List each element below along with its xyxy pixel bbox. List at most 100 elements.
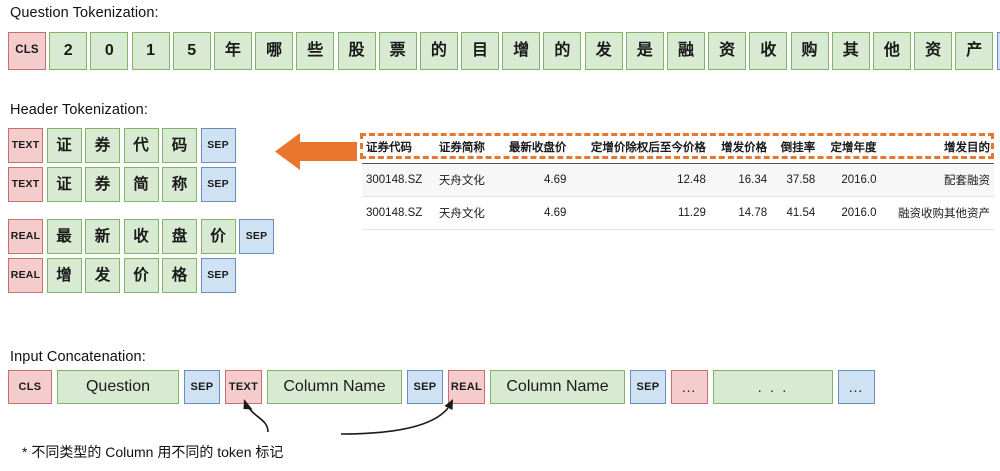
token-text-box: 其 [831, 32, 870, 70]
token-text-box: 券 [85, 167, 120, 202]
column-header-inversion-rate: 倒挂率 [771, 132, 820, 164]
token-special-box: REAL [8, 258, 43, 293]
token-text-box: 票 [378, 32, 417, 70]
cell-last-close: 4.69 [496, 163, 571, 197]
orange-left-arrow-icon [275, 133, 357, 170]
token-special-box: TEXT [8, 128, 43, 163]
token-text-box: Column Name [490, 370, 625, 404]
token-text-box: 发 [584, 32, 623, 70]
footnote-text: * 不同类型的 Column 用不同的 token 标记 [22, 444, 284, 460]
cell-last-close: 4.69 [496, 196, 571, 230]
token-text-box: 价 [123, 258, 159, 293]
token-text-box: 是 [625, 32, 664, 70]
token-special-box: CLS [8, 370, 52, 404]
cell-ex-right-price: 11.29 [570, 196, 710, 230]
token-text-box: 格 [162, 258, 197, 293]
token-special-box: SEP [239, 219, 274, 254]
token-text-box: 资 [914, 32, 953, 70]
token-text-box: 简 [123, 167, 159, 202]
concat-section-title: Input Concatenation: [10, 349, 146, 365]
token-special-box: SEP [996, 32, 1000, 70]
token-text-box: 1 [131, 32, 170, 70]
token-text-box: 资 [708, 32, 747, 70]
token-special-box: REAL [448, 370, 485, 404]
token-text-box: 2 [49, 32, 88, 70]
cell-name: 天舟文化 [434, 196, 497, 230]
question-token-row: CLS2015年哪些股票的目增的发是融资收购其他资产SEP [8, 32, 1000, 70]
token-text-box: 最 [46, 219, 82, 254]
token-text-box: 5 [172, 32, 211, 70]
curved-arrow-to-real-token-icon [340, 399, 453, 435]
cell-code: 300148.SZ [362, 196, 435, 230]
cell-code: 300148.SZ [362, 163, 435, 197]
cell-issue-price: 14.78 [709, 196, 772, 230]
cell-purpose: 融资收购其他资产 [880, 196, 994, 230]
token-text-box: 称 [162, 167, 197, 202]
column-header-purpose: 增发目的 [880, 132, 994, 164]
cell-name: 天舟文化 [434, 163, 497, 197]
token-text-box: 增 [502, 32, 541, 70]
cell-inversion-rate: 41.54 [771, 196, 820, 230]
column-header-issue-price: 增发价格 [709, 132, 772, 164]
token-text-box: 新 [85, 219, 120, 254]
column-header-last-close: 最新收盘价 [496, 132, 571, 164]
token-special-box: SEP [184, 370, 220, 404]
token-dots-box: . . . [713, 370, 833, 404]
token-special-box: SEP [200, 128, 236, 163]
token-special-box: SEP [630, 370, 666, 404]
token-text-box: 的 [543, 32, 582, 70]
token-text-box: 码 [162, 128, 197, 163]
token-text-box: Question [57, 370, 179, 404]
token-text-box: 产 [955, 32, 994, 70]
token-text-box: 的 [419, 32, 458, 70]
table-row: 300148.SZ 天舟文化 4.69 12.48 16.34 37.58 20… [362, 163, 994, 197]
token-text-box: 券 [85, 128, 120, 163]
cell-issue-price: 16.34 [709, 163, 772, 197]
cell-ex-right-price: 12.48 [570, 163, 710, 197]
header-section-title: Header Tokenization: [10, 102, 148, 118]
token-text-box: 证 [46, 128, 82, 163]
token-text-box: 证 [46, 167, 82, 202]
token-special-box: SEP [200, 167, 236, 202]
cell-year: 2016.0 [819, 163, 881, 197]
token-special-box: TEXT [8, 167, 43, 202]
token-text-box: 收 [123, 219, 159, 254]
column-header-ex-right-price: 定增价除权后至今价格 [570, 132, 710, 164]
token-text-box: 年 [213, 32, 252, 70]
token-text-box: 目 [461, 32, 500, 70]
token-text-box: 发 [85, 258, 120, 293]
cell-inversion-rate: 37.58 [771, 163, 820, 197]
column-header-name: 证券简称 [434, 132, 497, 164]
source-data-table: 证券代码 证券简称 最新收盘价 定增价除权后至今价格 增发价格 倒挂率 定增年度… [362, 132, 994, 230]
token-text-box: 他 [872, 32, 911, 70]
token-text-box: 哪 [255, 32, 294, 70]
cell-purpose: 配套融资 [880, 163, 994, 197]
token-text-box: Column Name [267, 370, 402, 404]
column-header-year: 定增年度 [819, 132, 881, 164]
token-text-box: 价 [200, 219, 236, 254]
token-dots-box: … [838, 370, 875, 404]
token-text-box: 股 [337, 32, 376, 70]
question-section-title: Question Tokenization: [10, 5, 159, 21]
cell-year: 2016.0 [819, 196, 881, 230]
token-text-box: 融 [667, 32, 705, 70]
token-special-box: CLS [8, 32, 46, 70]
token-text-box: 些 [296, 32, 335, 70]
token-text-box: 代 [123, 128, 159, 163]
token-text-box: 增 [46, 258, 82, 293]
token-text-box: 购 [790, 32, 829, 70]
token-special-box: TEXT [225, 370, 262, 404]
table-header-row: 证券代码 证券简称 最新收盘价 定增价除权后至今价格 增发价格 倒挂率 定增年度… [362, 132, 994, 164]
column-header-code: 证券代码 [362, 132, 435, 164]
token-special-box: REAL [8, 219, 43, 254]
table-row: 300148.SZ 天舟文化 4.69 11.29 14.78 41.54 20… [362, 196, 994, 230]
token-text-box: 0 [90, 32, 129, 70]
token-special-box: SEP [200, 258, 236, 293]
token-text-box: 收 [749, 32, 788, 70]
token-special-box: SEP [407, 370, 443, 404]
